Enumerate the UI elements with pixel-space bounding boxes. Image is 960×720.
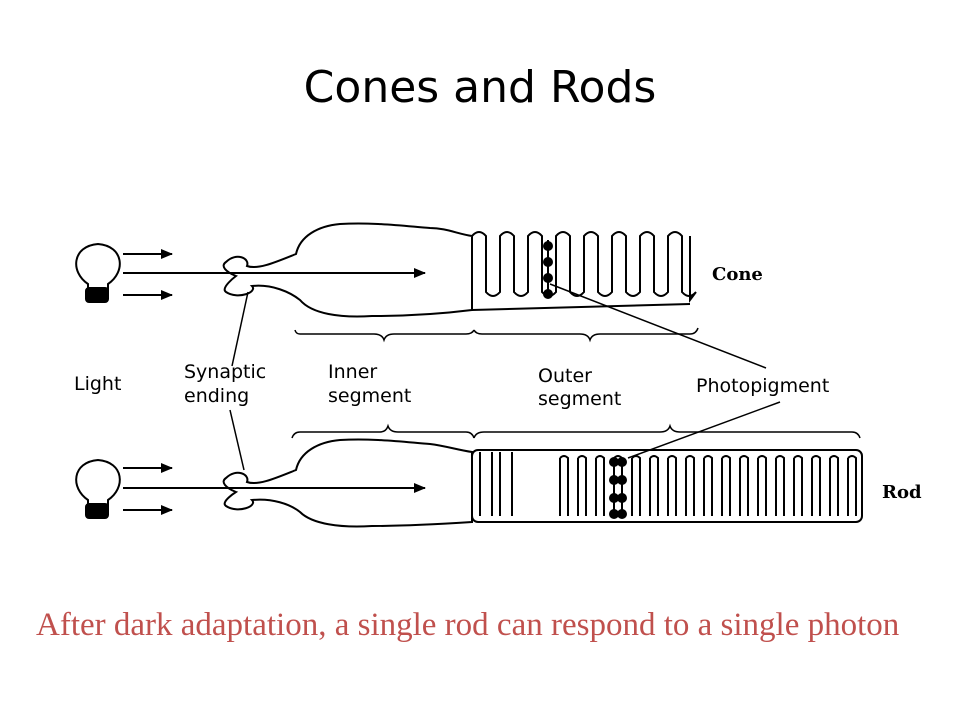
label-cone: Cone [712,264,763,285]
synaptic-leader-lines [229,291,249,471]
slide-title: Cones and Rods [303,62,657,113]
label-inner-segment: segment [328,385,411,407]
photopigment-dots-cone [543,240,553,299]
label-photopigment: Photopigment [696,375,829,397]
label-outer-segment: segment [538,388,621,410]
photopigment-leader-lines [549,283,781,459]
caption-text: After dark adaptation, a single rod can … [36,607,900,643]
label-synaptic: Synaptic [184,361,266,383]
cone-cell [222,222,473,318]
light-rays-rod [123,463,426,515]
cone-outer-segment [471,231,697,311]
light-rays-cone [123,249,426,300]
label-light: Light [74,373,121,395]
label-rod: Rod [882,482,922,503]
label-inner: Inner [328,361,377,383]
segment-braces-top [294,327,699,343]
light-bulb-icon-rod [75,458,121,519]
segment-braces-bottom [291,423,861,439]
light-bulb-icon-cone [75,242,121,303]
label-ending: ending [184,385,249,407]
photopigment-dots-rod [609,457,627,519]
label-outer: Outer [538,365,592,387]
rod-cell [222,438,473,528]
rod-outer-segment [471,449,863,523]
